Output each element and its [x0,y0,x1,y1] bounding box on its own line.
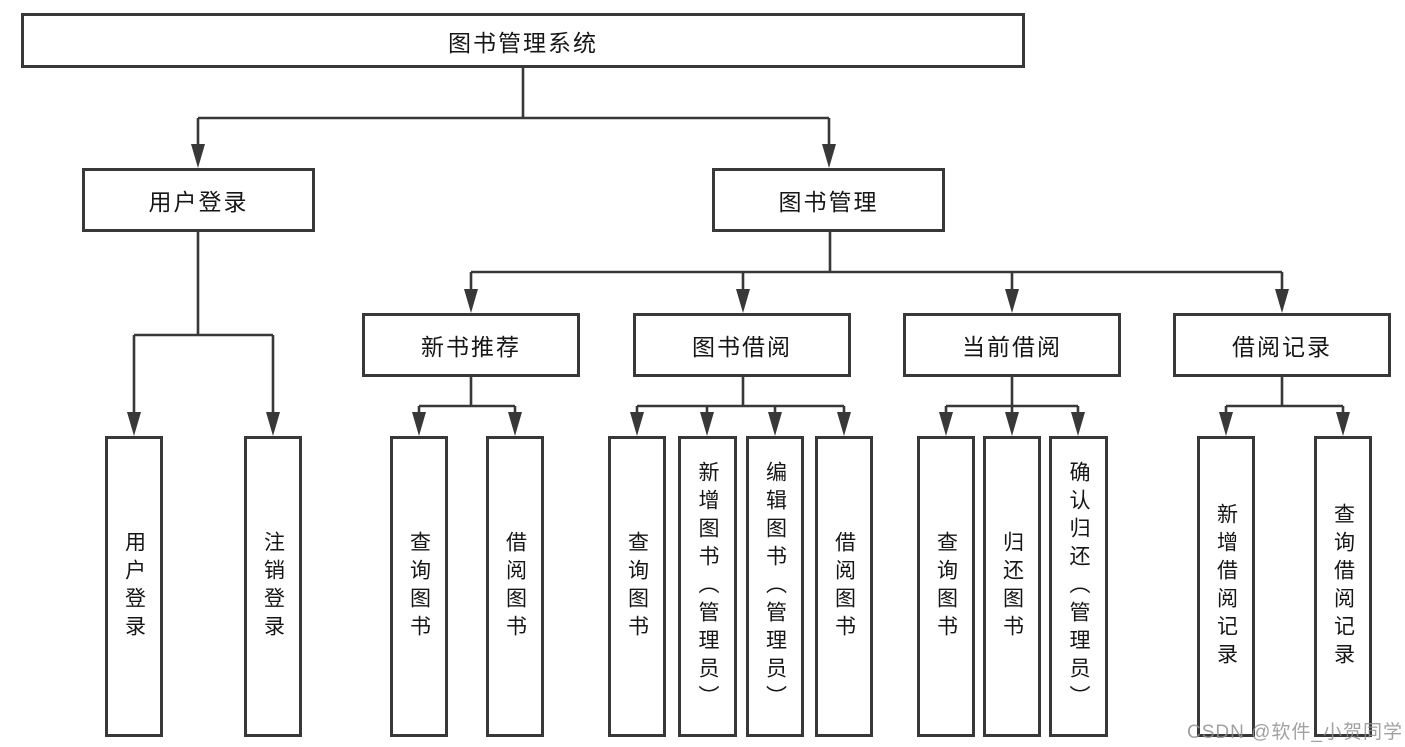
leaf-add-borrow-record: 新增借阅记录 [1197,436,1255,737]
leaf-label: 借阅图书 [832,530,856,643]
connector-recommend-to-leaves [417,377,517,414]
leaf-label: 用户登录 [122,530,146,643]
leaf-label: 确认归还（管理员） [1067,460,1090,713]
connector-mgmt-to-level3 [469,232,1284,291]
leaf-query-borrow-record: 查询借阅记录 [1314,436,1372,737]
leaf-label: 归还图书 [1000,530,1024,643]
connector-login-to-leaves [132,232,275,414]
leaf-label: 查询图书 [934,530,958,643]
node-label: 借阅记录 [1232,334,1332,360]
csdn-watermark: CSDN @软件_小贺同学 [1187,722,1403,743]
leaf-borrow-books-recommend: 借阅图书 [486,436,544,737]
leaf-add-book-admin: 新增图书（管理员） [678,436,737,737]
leaf-borrow-books-borrow: 借阅图书 [815,436,873,737]
node-library-management-system: 图书管理系统 [21,13,1025,68]
node-label: 当前借阅 [962,334,1062,360]
leaf-return-book: 归还图书 [983,436,1041,737]
leaf-confirm-return-admin: 确认归还（管理员） [1049,436,1108,737]
leaf-label: 编辑图书（管理员） [763,460,787,713]
connector-record-to-leaves [1224,377,1345,414]
leaf-label: 注销登录 [261,530,285,643]
leaf-query-books-current: 查询图书 [917,436,975,737]
leaf-edit-book-admin: 编辑图书（管理员） [746,436,804,737]
node-label: 新书推荐 [421,334,521,360]
node-label: 图书管理 [778,189,879,215]
node-label: 图书管理系统 [448,29,598,56]
leaf-label: 查询图书 [407,530,431,643]
node-current-borrow: 当前借阅 [903,313,1121,377]
leaf-logout: 注销登录 [244,436,302,737]
node-borrow-record: 借阅记录 [1173,313,1391,377]
node-label: 用户登录 [148,189,249,215]
node-book-borrow: 图书借阅 [633,313,851,377]
leaf-label: 新增图书（管理员） [696,460,719,713]
connector-borrow-to-leaves [635,377,846,414]
leaf-query-books-borrow: 查询图书 [608,436,666,737]
node-label: 图书借阅 [692,334,792,360]
node-new-book-recommend: 新书推荐 [362,313,580,377]
leaf-label: 查询借阅记录 [1331,502,1355,671]
leaf-query-books-recommend: 查询图书 [390,436,448,737]
node-user-login: 用户登录 [82,168,315,232]
leaf-user-login: 用户登录 [105,436,163,737]
leaf-label: 借阅图书 [503,530,527,643]
leaf-label: 查询图书 [625,530,649,643]
connector-current-to-leaves [944,377,1080,414]
leaf-label: 新增借阅记录 [1214,502,1238,671]
node-book-management: 图书管理 [712,168,945,232]
connector-root-to-level2 [196,68,831,146]
